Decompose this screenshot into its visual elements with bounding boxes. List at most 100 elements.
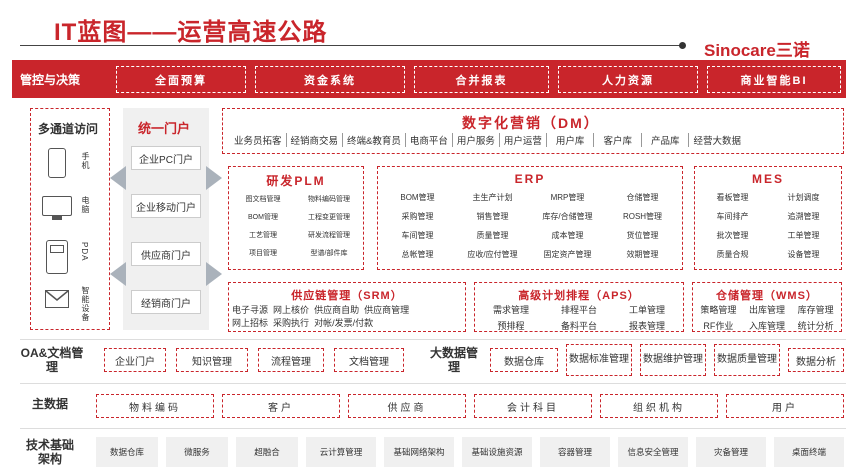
erp-item[interactable]: 仓储管理 (626, 193, 659, 202)
portal-pc[interactable]: 企业PC门户 (131, 146, 201, 170)
plm-item[interactable]: 工艺管理 (249, 232, 277, 239)
bigdata-standard[interactable]: 数据标准管理 (566, 344, 632, 376)
oa-document[interactable]: 文档管理 (334, 348, 404, 372)
control-hr[interactable]: 人力资源 (558, 66, 698, 93)
dm-item[interactable]: 产品库 (642, 133, 690, 147)
oa-knowledge[interactable]: 知识管理 (176, 348, 248, 372)
wms-item[interactable]: RF作业 (703, 321, 734, 331)
dm-item[interactable]: 用户库 (547, 133, 595, 147)
mes-item[interactable]: 看板管理 (716, 193, 749, 202)
dm-item[interactable]: 用户运营 (500, 133, 547, 147)
erp-item[interactable]: BOM管理 (400, 193, 435, 202)
erp-item[interactable]: MRP管理 (550, 193, 585, 202)
title-dot (679, 42, 686, 49)
infra-desktop[interactable]: 桌面终端 (774, 437, 844, 467)
dm-module (222, 108, 844, 154)
erp-item[interactable]: 主生产计划 (472, 193, 513, 202)
plm-item[interactable]: 物料编码管理 (308, 196, 350, 203)
master-material[interactable]: 物料编码 (96, 394, 214, 418)
infra-warehouse[interactable]: 数据仓库 (96, 437, 158, 467)
infra-dr[interactable]: 灾备管理 (696, 437, 766, 467)
mes-item[interactable]: 追溯管理 (787, 212, 820, 221)
erp-item[interactable]: 总帐管理 (401, 250, 434, 259)
plm-item[interactable]: 项目管理 (249, 250, 277, 257)
mes-item[interactable]: 车间排产 (716, 212, 749, 221)
srm-item[interactable]: 供应商管理 (364, 305, 410, 315)
plm-item[interactable]: 研发流程管理 (308, 232, 350, 239)
wms-item[interactable]: 库存管理 (797, 305, 834, 315)
master-org[interactable]: 组织机构 (600, 394, 718, 418)
portal-dealer[interactable]: 经销商门户 (131, 290, 201, 314)
portal-mobile[interactable]: 企业移动门户 (131, 194, 201, 218)
aps-item[interactable]: 备料平台 (560, 321, 597, 331)
aps-item[interactable]: 排程平台 (560, 305, 597, 315)
mes-item[interactable]: 批次管理 (716, 231, 749, 240)
bigdata-quality[interactable]: 数据质量管理 (714, 344, 780, 376)
infra-facility[interactable]: 基础设施资源 (462, 437, 532, 467)
srm-module (228, 282, 466, 332)
srm-item[interactable]: 电子寻源 (232, 305, 269, 315)
srm-item[interactable]: 网上核价 (273, 305, 310, 315)
erp-item[interactable]: 货位管理 (626, 231, 659, 240)
erp-item[interactable]: 销售管理 (476, 212, 509, 221)
aps-item[interactable]: 工单管理 (628, 305, 665, 315)
portal-supplier[interactable]: 供应商门户 (131, 242, 201, 266)
dm-item[interactable]: 客户库 (594, 133, 642, 147)
bigdata-maintenance[interactable]: 数据维护管理 (640, 344, 706, 376)
srm-item[interactable]: 对帐/发票/付款 (314, 318, 374, 328)
master-user[interactable]: 用户 (726, 394, 844, 418)
erp-item[interactable]: 固定资产管理 (543, 250, 592, 259)
master-account[interactable]: 会计科目 (474, 394, 592, 418)
master-customer[interactable]: 客户 (222, 394, 340, 418)
dm-item[interactable]: 经营大数据 (693, 136, 741, 147)
srm-item[interactable]: 网上招标 (232, 318, 269, 328)
infra-security[interactable]: 信息安全管理 (618, 437, 688, 467)
oa-process[interactable]: 流程管理 (258, 348, 324, 372)
infra-container[interactable]: 容器管理 (540, 437, 610, 467)
erp-item[interactable]: ROSH管理 (622, 212, 663, 221)
control-treasury[interactable]: 资金系统 (255, 66, 405, 93)
mes-item[interactable]: 质量合规 (716, 250, 749, 259)
oa-label: OA&文档管理 (20, 346, 84, 374)
erp-item[interactable]: 应收/应付管理 (467, 250, 518, 259)
infra-cloud[interactable]: 云计算管理 (306, 437, 376, 467)
dm-item[interactable]: 经销商交易 (287, 133, 344, 147)
infra-network[interactable]: 基础网络架构 (384, 437, 454, 467)
plm-item[interactable]: BOM管理 (248, 214, 278, 221)
wms-item[interactable]: 出库管理 (748, 305, 785, 315)
dm-item[interactable]: 业务员拓客 (230, 133, 287, 147)
mes-item[interactable]: 计划调度 (787, 193, 820, 202)
srm-item[interactable]: 采购执行 (273, 318, 310, 328)
dm-item[interactable]: 用户服务 (453, 133, 500, 147)
aps-item[interactable]: 报表管理 (628, 321, 665, 331)
oa-portal[interactable]: 企业门户 (104, 348, 166, 372)
dm-item[interactable]: 终端&教育员 (343, 133, 406, 147)
bigdata-warehouse[interactable]: 数据仓库 (490, 348, 558, 372)
erp-item[interactable]: 效期管理 (626, 250, 659, 259)
master-supplier[interactable]: 供应商 (348, 394, 466, 418)
mes-item[interactable]: 设备管理 (787, 250, 820, 259)
erp-item[interactable]: 采购管理 (401, 212, 434, 221)
wms-item[interactable]: 统计分析 (797, 321, 834, 331)
infra-microservice[interactable]: 微服务 (166, 437, 228, 467)
erp-item[interactable]: 车间管理 (401, 231, 434, 240)
wms-item[interactable]: 策略管理 (700, 305, 737, 315)
erp-item[interactable]: 成本管理 (551, 231, 584, 240)
dm-item[interactable]: 电商平台 (406, 133, 453, 147)
infra-hci[interactable]: 超融合 (236, 437, 298, 467)
mes-item[interactable]: 工单管理 (787, 231, 820, 240)
srm-item[interactable]: 供应商自助 (314, 305, 360, 315)
control-bi[interactable]: 商业智能BI (707, 66, 841, 93)
plm-item[interactable]: 型谱/部件库 (310, 250, 348, 257)
bigdata-analysis[interactable]: 数据分析 (788, 348, 844, 372)
control-budget[interactable]: 全面预算 (116, 66, 246, 93)
wms-item[interactable]: 入库管理 (748, 321, 785, 331)
plm-module (228, 166, 364, 270)
erp-item[interactable]: 质量管理 (476, 231, 509, 240)
erp-item[interactable]: 库存/合储管理 (542, 212, 593, 221)
plm-item[interactable]: 工程变更管理 (308, 214, 350, 221)
control-consolidation[interactable]: 合并报表 (414, 66, 549, 93)
aps-item[interactable]: 需求管理 (492, 305, 529, 315)
aps-item[interactable]: 预排程 (497, 321, 525, 331)
plm-item[interactable]: 图文档管理 (245, 196, 281, 203)
